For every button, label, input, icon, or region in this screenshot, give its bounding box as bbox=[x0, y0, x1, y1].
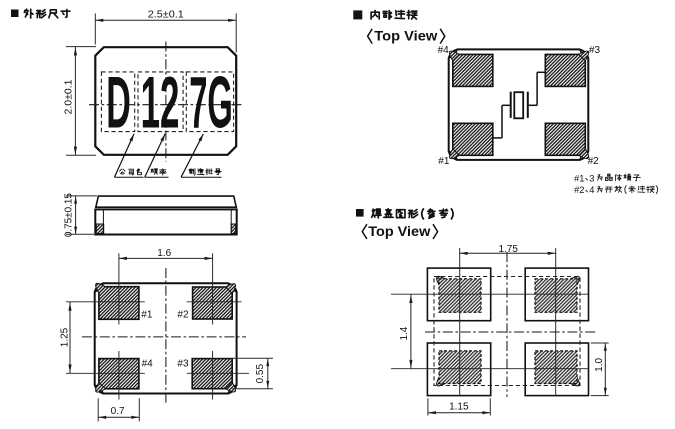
svg-text:0.7: 0.7 bbox=[111, 406, 125, 417]
svg-text:D: D bbox=[106, 60, 131, 143]
svg-text:#1: #1 bbox=[438, 156, 450, 167]
svg-text:#2: #2 bbox=[588, 156, 600, 167]
svg-text:1.4: 1.4 bbox=[399, 326, 410, 340]
svg-text:1.75: 1.75 bbox=[498, 244, 518, 255]
svg-text:2.0±0.1: 2.0±0.1 bbox=[63, 79, 75, 114]
svg-text:1.0: 1.0 bbox=[594, 358, 605, 372]
svg-text:12: 12 bbox=[141, 60, 180, 143]
svg-text:#4: #4 bbox=[438, 45, 450, 56]
svg-text:1.6: 1.6 bbox=[157, 248, 171, 259]
svg-text:#3: #3 bbox=[589, 45, 601, 56]
svg-text:7G: 7G bbox=[189, 60, 233, 143]
svg-text:1.25: 1.25 bbox=[59, 327, 70, 347]
svg-text:#2: #2 bbox=[574, 185, 584, 195]
svg-text:#3: #3 bbox=[177, 359, 189, 370]
svg-text:#1: #1 bbox=[141, 310, 153, 321]
svg-text:Top View: Top View bbox=[368, 223, 430, 239]
svg-text:3: 3 bbox=[589, 173, 594, 183]
svg-text:2.5±0.1: 2.5±0.1 bbox=[148, 8, 184, 20]
svg-text:#2: #2 bbox=[177, 310, 189, 321]
svg-text:#4: #4 bbox=[142, 359, 154, 370]
svg-text:1.15: 1.15 bbox=[449, 401, 469, 412]
svg-text:4: 4 bbox=[589, 185, 594, 195]
svg-text:0.75±0.15: 0.75±0.15 bbox=[64, 193, 75, 237]
svg-text:#1: #1 bbox=[574, 173, 584, 183]
svg-text:0.55: 0.55 bbox=[255, 364, 266, 384]
svg-text:Top View: Top View bbox=[374, 27, 437, 43]
